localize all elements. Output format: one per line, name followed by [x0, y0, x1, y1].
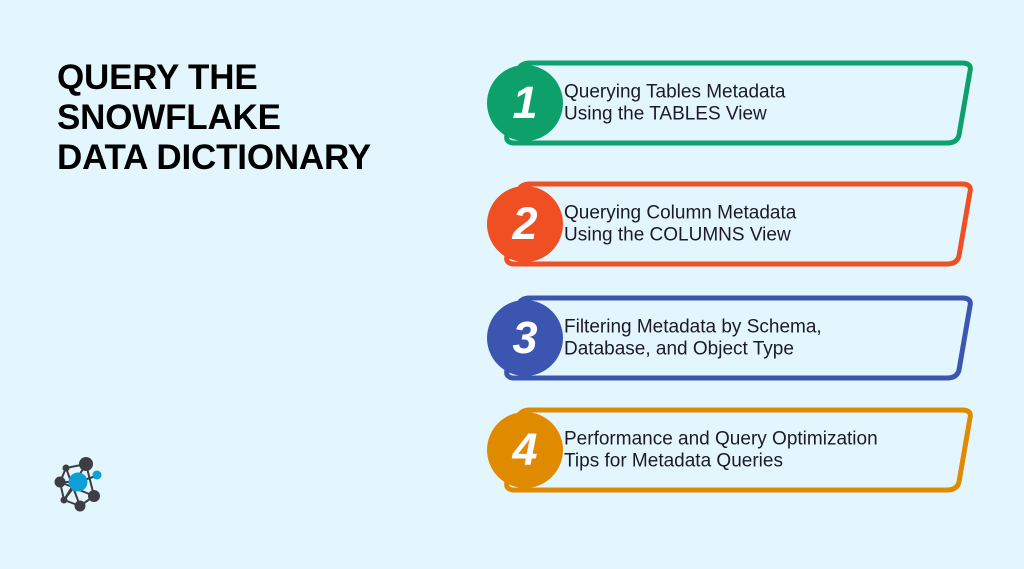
step-card-1-text: Querying Tables Metadata Using the TABLE…: [564, 82, 964, 125]
step-card-1-number: 1: [512, 76, 538, 128]
step-card-4-number-badge: 4: [487, 412, 563, 488]
page-title-line-3: DATA DICTIONARY: [57, 138, 371, 177]
step-card-2-text: Querying Column Metadata Using the COLUM…: [564, 203, 964, 246]
step-card-4[interactable]: 4 Performance and Query Optimization Tip…: [487, 406, 974, 494]
step-card-3-text: Filtering Metadata by Schema, Database, …: [564, 317, 964, 360]
step-card-1-text-line-1: Querying Tables Metadata: [564, 81, 786, 103]
step-card-2[interactable]: 2 Querying Column Metadata Using the COL…: [487, 180, 974, 268]
step-card-1-text-line-2: Using the TABLES View: [564, 103, 767, 124]
network-graph-logo: [52, 456, 108, 514]
step-card-3-number-badge: 3: [487, 300, 563, 376]
step-card-1[interactable]: 1 Querying Tables Metadata Using the TAB…: [487, 59, 974, 147]
step-card-4-number: 4: [512, 423, 538, 475]
step-card-2-number: 2: [512, 197, 538, 249]
page-title-line-2: SNOWFLAKE: [57, 98, 281, 137]
step-card-4-text: Performance and Query Optimization Tips …: [564, 429, 964, 472]
step-card-1-outline: [504, 60, 973, 146]
step-card-3-text-line-2: Database, and Object Type: [564, 338, 794, 359]
step-card-3-number: 3: [512, 311, 538, 363]
step-card-2-number-badge: 2: [487, 186, 563, 262]
step-card-3-outline: [504, 295, 973, 381]
step-card-3[interactable]: 3 Filtering Metadata by Schema, Database…: [487, 294, 974, 382]
step-card-4-text-line-1: Performance and Query Optimization: [564, 428, 878, 450]
step-card-2-outline: [504, 181, 973, 267]
step-card-1-number-badge: 1: [487, 65, 563, 141]
step-card-4-text-line-2: Tips for Metadata Queries: [564, 450, 783, 471]
step-card-4-outline: [504, 407, 973, 493]
page-title-line-1: QUERY THE: [57, 58, 258, 97]
page-title: QUERY THE SNOWFLAKE DATA DICTIONARY: [57, 58, 457, 178]
step-card-3-text-line-1: Filtering Metadata by Schema,: [564, 316, 822, 338]
step-card-2-text-line-1: Querying Column Metadata: [564, 202, 797, 224]
step-card-2-text-line-2: Using the COLUMNS View: [564, 224, 791, 245]
